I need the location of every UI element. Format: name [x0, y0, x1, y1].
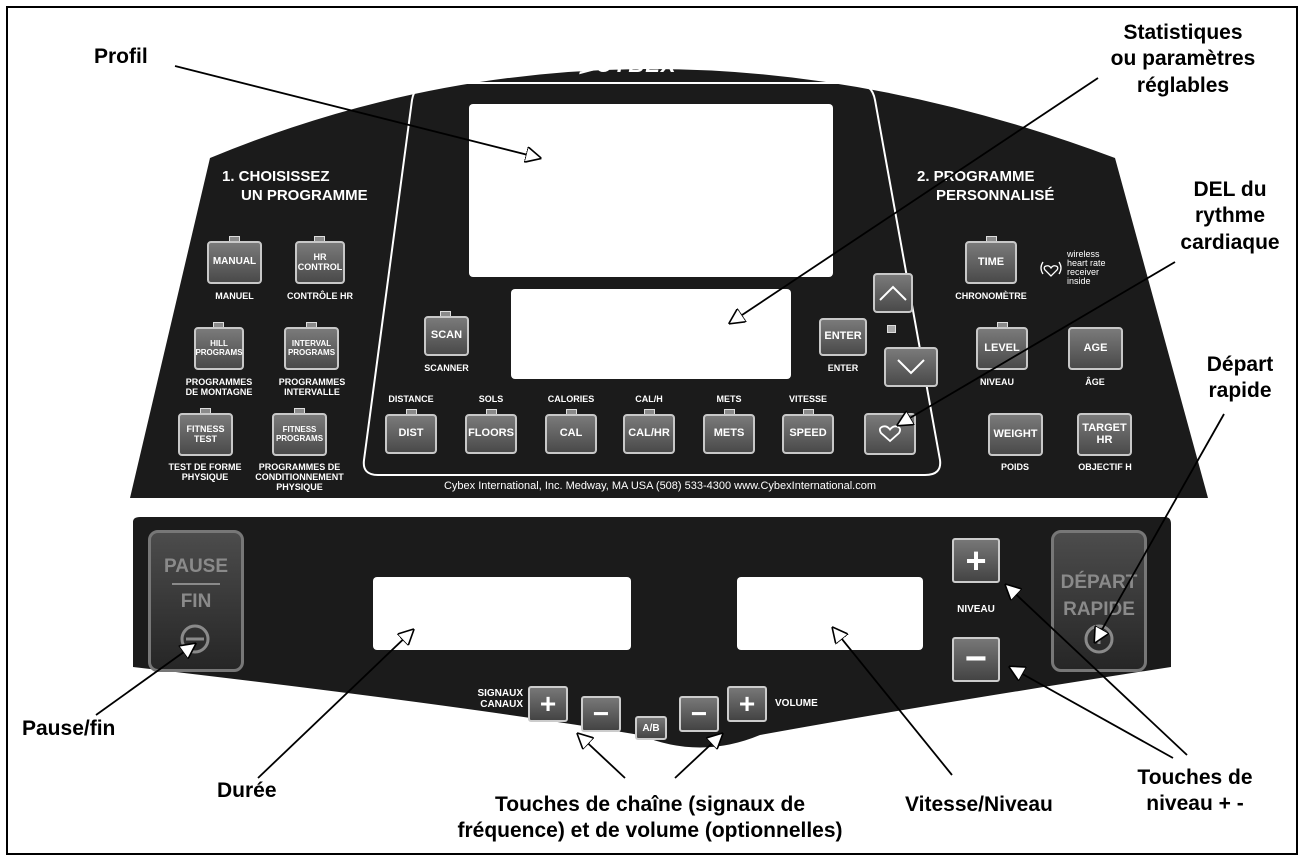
heart-icon [879, 425, 901, 443]
mets-button[interactable]: METS [703, 414, 755, 454]
dist-button[interactable]: DIST [385, 414, 437, 454]
pause-text: PAUSE [163, 556, 229, 577]
lower-console-shape [133, 517, 1171, 748]
arrow-del [898, 261, 1176, 425]
chevron-up-icon [879, 285, 907, 301]
brand-logo: ≶CYBEX [578, 52, 677, 78]
step1-heading: 1. CHOISISSEZ UN PROGRAMME [222, 168, 368, 204]
weight-button[interactable]: WEIGHT [988, 413, 1043, 456]
arrow-statistiques [730, 77, 1099, 323]
manual-button[interactable]: MANUAL [207, 241, 262, 284]
scan-button[interactable]: SCAN [424, 316, 469, 356]
console-footer-text: Cybex International, Inc. Medway, MA USA… [443, 480, 877, 492]
callout-vitesse: Vitesse/Niveau [905, 793, 1053, 816]
enter-button[interactable]: ENTER [819, 318, 867, 356]
ab-button[interactable]: A/B [635, 716, 667, 740]
arrow-duree [257, 630, 413, 779]
arrow-down-button[interactable] [884, 347, 938, 387]
duration-screen [373, 577, 631, 650]
channel-plus-button[interactable]: + [528, 686, 568, 722]
age-label: ÂGE [1085, 377, 1105, 387]
poids-label: POIDS [1000, 462, 1029, 472]
depart-text: DÉPART [1060, 572, 1138, 593]
calhr-button[interactable]: CAL/HR [623, 414, 675, 454]
objectif-label: OBJECTIF H [1078, 462, 1132, 472]
mets-label: METS [716, 394, 742, 404]
arrow-profil [174, 65, 540, 158]
level-minus-button[interactable]: − [952, 637, 1000, 682]
arrow-chaine-left [578, 734, 626, 779]
wireless-heart-icon [1040, 261, 1062, 277]
enter-label: ENTER [827, 363, 859, 373]
chevron-down-icon [897, 359, 925, 375]
level-plus-button[interactable]: + [952, 538, 1000, 583]
logo-swoosh-icon: ≶ [578, 55, 596, 77]
time-button[interactable]: TIME [965, 241, 1017, 284]
volume-label: VOLUME [775, 698, 818, 709]
calories-label: CALORIES [547, 394, 595, 404]
inner-display-outline [362, 82, 942, 476]
incline-led [887, 325, 896, 333]
pause-divider [172, 583, 220, 585]
arrow-vitesse [833, 628, 953, 776]
arrow-niveau-minus [1010, 667, 1174, 759]
depart-rapide-key[interactable] [1051, 530, 1147, 672]
vitesse-label: VITESSE [788, 394, 827, 404]
age-button[interactable]: AGE [1068, 327, 1123, 370]
upper-console-shape [130, 69, 1208, 498]
lower-niveau-label: NIVEAU [957, 604, 995, 615]
arrow-niveau-plus [1006, 585, 1188, 756]
arrow-pause [95, 644, 195, 716]
callout-pause: Pause/fin [22, 717, 116, 740]
channel-minus-button[interactable]: − [581, 696, 621, 732]
cal-h-label: CAL/H [635, 394, 663, 404]
distance-label: DISTANCE [388, 394, 434, 404]
stats-screen [511, 289, 791, 379]
volume-minus-button[interactable]: − [679, 696, 719, 732]
step2-heading: 2. PROGRAMME PERSONNALISÉ [917, 168, 1055, 204]
floors-button[interactable]: FLOORS [465, 414, 517, 454]
speed-level-screen [737, 577, 923, 650]
profile-screen [469, 104, 833, 277]
niveau-label: NIVEAU [979, 377, 1014, 387]
arrow-up-button[interactable] [873, 273, 913, 313]
figure-frame [6, 6, 1298, 855]
arrow-depart [1095, 413, 1225, 642]
arrow-chaine-right [674, 734, 722, 779]
fin-text: FIN [180, 591, 212, 612]
chronometre-label: CHRONOMÈTRE [955, 291, 1027, 301]
manual-label: MANUEL [215, 291, 254, 301]
volume-plus-button[interactable]: + [727, 686, 767, 722]
speed-button[interactable]: SPEED [782, 414, 834, 454]
callout-profil: Profil [94, 45, 148, 68]
sols-label: SOLS [478, 394, 504, 404]
scanner-label: SCANNER [424, 363, 469, 373]
cal-button[interactable]: CAL [545, 414, 597, 454]
brand-text: CYBEX [595, 52, 677, 77]
hr-control-label: CONTRÔLE HR [287, 291, 353, 301]
callout-duree: Durée [217, 779, 277, 802]
